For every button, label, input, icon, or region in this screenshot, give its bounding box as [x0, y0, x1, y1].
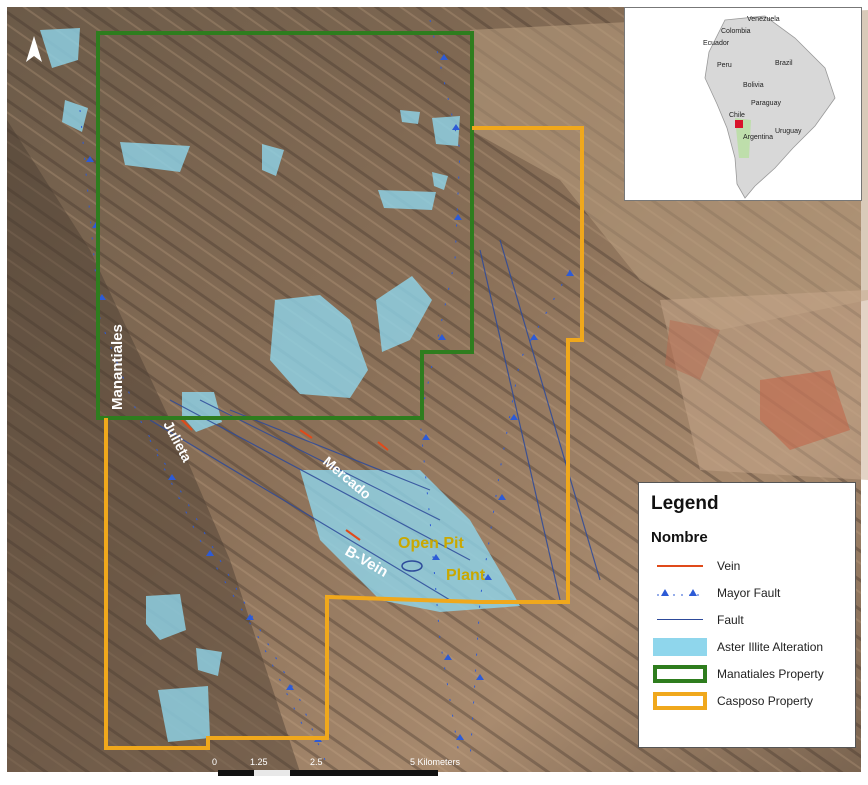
fault-line — [499, 239, 601, 581]
inset-country-label: Uruguay — [775, 128, 802, 135]
legend-item-alteration: Aster Illite Alteration — [651, 633, 843, 660]
inset-country-label: Chile — [729, 112, 745, 119]
inset-country-label: Colombia — [721, 28, 751, 35]
dark-mountains-west — [7, 120, 300, 772]
casposo-symbol — [651, 691, 709, 711]
alteration-zone — [270, 295, 368, 398]
south-america-outline — [704, 15, 836, 199]
scale-bar: 0 1.25 2.5 5 Kilometers — [212, 757, 461, 776]
alteration-zone — [400, 110, 420, 124]
inset-country-label: Bolivia — [743, 82, 764, 89]
legend-label: Mayor Fault — [717, 585, 781, 600]
label-plant: Plant — [446, 567, 486, 584]
manantiales-symbol — [651, 664, 709, 684]
fault-line — [149, 419, 451, 601]
legend-item-manantiales: Manatiales Property — [651, 660, 843, 687]
manantiales-property-boundary — [96, 31, 474, 420]
legend-item-vein: Vein — [651, 552, 843, 579]
scale-tick-label: 2.5 — [310, 757, 323, 767]
legend-item-major-fault: Mayor Fault — [651, 579, 843, 606]
alteration-zone — [120, 142, 190, 172]
legend-title: Legend — [651, 493, 719, 514]
inset-country-label: Peru — [717, 62, 732, 69]
alteration-zone — [376, 276, 432, 352]
casposo-property-boundary — [104, 126, 584, 750]
vein-line — [299, 429, 313, 439]
legend-item-fault: Fault — [651, 606, 843, 633]
major-fault-markers — [86, 54, 574, 742]
vein-line — [377, 441, 389, 451]
major-fault-symbol — [651, 583, 709, 603]
alteration-zone — [378, 190, 436, 210]
legend-label: Casposo Property — [717, 693, 814, 708]
scale-tick-label: 5 Kilometers — [410, 757, 461, 767]
vein-line — [345, 529, 361, 541]
legend-panel: Legend Nombre Vein Mayor Fault Fault Ast… — [638, 482, 856, 748]
north-arrow-icon — [26, 36, 42, 62]
fault-line — [229, 409, 431, 491]
legend-label: Fault — [717, 612, 744, 627]
legend-label: Aster Illite Alteration — [717, 639, 824, 654]
red-outcrop-2 — [665, 320, 720, 380]
fault-line — [169, 399, 471, 561]
inset-country-label: Venezuela — [747, 16, 780, 23]
alteration-zone — [62, 100, 88, 132]
inset-country-label: Brazil — [775, 60, 793, 67]
inset-country-label: Paraguay — [751, 100, 781, 107]
open-pit — [401, 560, 423, 572]
label-manantiales: Manantiales — [109, 324, 126, 410]
alteration-symbol — [651, 637, 709, 657]
alteration-zones — [40, 28, 520, 742]
scale-tick-label: 1.25 — [250, 757, 268, 767]
alteration-zone — [40, 28, 80, 68]
alteration-zone — [432, 172, 448, 190]
scale-tick-label: 0 — [212, 757, 217, 767]
legend-label: Vein — [717, 558, 741, 573]
alteration-zone — [262, 144, 284, 176]
alteration-zone — [300, 470, 520, 612]
inset-country-label: Argentina — [743, 134, 773, 141]
legend-subtitle: Nombre — [651, 529, 708, 546]
legend-item-casposo: Casposo Property — [651, 687, 843, 714]
alteration-zone — [146, 594, 186, 640]
inset-country-label: Ecuador — [703, 40, 730, 47]
alteration-zone — [432, 116, 460, 146]
fault-symbol — [651, 610, 709, 630]
alteration-zone — [158, 686, 210, 742]
fault-line — [479, 249, 561, 601]
legend-label: Manatiales Property — [717, 666, 824, 681]
inset-locator-map: Venezuela Colombia Ecuador Peru Brazil B… — [624, 7, 862, 201]
alteration-zone — [196, 648, 222, 676]
red-outcrop — [760, 370, 850, 450]
vein-symbol — [651, 556, 709, 576]
label-openpit: Open Pit — [398, 535, 464, 552]
location-marker — [735, 120, 743, 128]
